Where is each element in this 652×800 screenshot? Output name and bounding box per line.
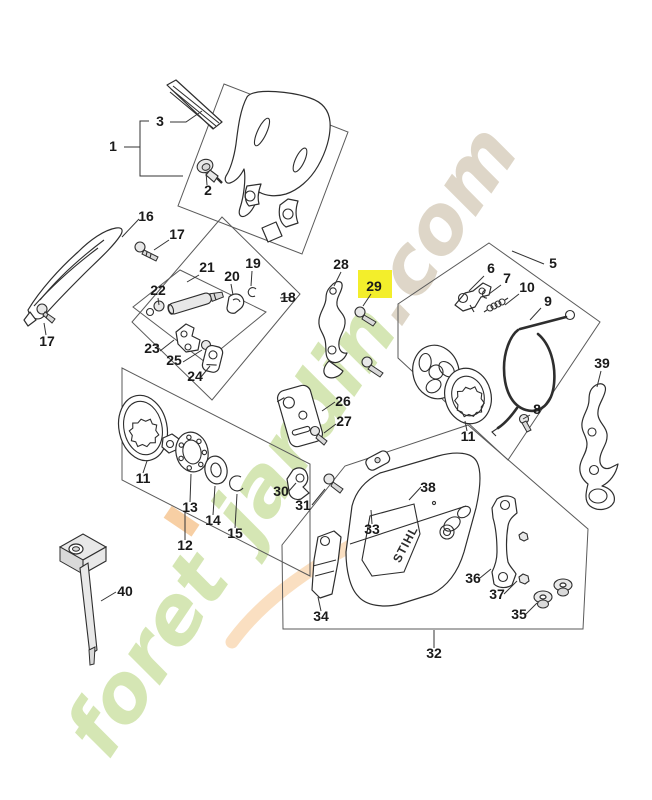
part-label-17-a[interactable]: 17	[169, 226, 185, 242]
leader-lines	[43, 110, 602, 648]
part-14-washer	[204, 455, 228, 485]
part-label-27[interactable]: 27	[336, 413, 352, 429]
part-9-brake-band	[491, 309, 576, 437]
part-34-tensioner	[311, 530, 342, 599]
part-labels: 1 2 3 5 6 7 8 9 10 11 11 12 13 14 15 16 …	[39, 113, 610, 661]
part-24-plate	[201, 344, 224, 373]
part-3-strip	[166, 79, 223, 130]
part-33-cover-a	[365, 450, 391, 471]
highlight-part-29	[358, 270, 392, 298]
part-label-20[interactable]: 20	[224, 268, 240, 284]
part-label-14-link[interactable]: 14	[205, 512, 221, 528]
part-1-sprocket-cover	[224, 90, 331, 243]
part-21-grease-tube	[167, 291, 225, 315]
part-40-wrench	[58, 533, 108, 666]
part-19-c-clip	[247, 287, 257, 298]
part-label-12[interactable]: 12	[177, 537, 193, 553]
part-label-13[interactable]: 13	[182, 499, 198, 515]
part-label-25[interactable]: 25	[166, 352, 182, 368]
part-32-chain-cover: STIHL	[345, 452, 481, 607]
box-32-group	[281, 424, 589, 630]
part-22-cap	[145, 300, 165, 317]
part-label-10[interactable]: 10	[519, 279, 535, 295]
part-label-34[interactable]: 34	[313, 608, 329, 624]
part-2-spike	[196, 158, 223, 184]
part-11-clutch-drum	[412, 344, 492, 425]
part-8-screw	[518, 413, 532, 433]
part-label-36[interactable]: 36	[465, 570, 481, 586]
part-17-screw-b	[36, 303, 56, 324]
part-13-bearing	[175, 431, 209, 473]
part-29-screw-a	[354, 306, 377, 327]
part-label-24[interactable]: 24	[187, 368, 203, 384]
part-label-1[interactable]: 1	[109, 138, 117, 154]
part-label-35[interactable]: 35	[511, 606, 527, 622]
part-label-32[interactable]: 32	[426, 645, 442, 661]
box-18-group	[131, 216, 301, 401]
part-label-21[interactable]: 21	[199, 259, 215, 275]
part-label-37[interactable]: 37	[489, 586, 505, 602]
part-label-11-clutch[interactable]: 11	[461, 428, 476, 444]
box-12-group	[121, 367, 311, 577]
part-label-26[interactable]: 26	[335, 393, 351, 409]
part-36-handle-bracket	[491, 495, 518, 589]
part-7-clip	[481, 289, 488, 299]
part-label-15[interactable]: 15	[227, 525, 243, 541]
part-31-screw	[323, 473, 344, 494]
part-label-39[interactable]: 39	[594, 355, 610, 371]
parts-artwork: STIHL	[23, 79, 619, 666]
part-label-23[interactable]: 23	[144, 340, 160, 356]
part-label-19[interactable]: 19	[245, 255, 261, 271]
part-label-3[interactable]: 3	[156, 113, 164, 129]
part-label-11-drum[interactable]: 11	[136, 470, 151, 486]
part-35-collar-nuts	[533, 578, 573, 609]
part-11-sprocket-drum	[117, 394, 169, 462]
part-label-40[interactable]: 40	[117, 583, 133, 599]
part-29-screw-b	[361, 356, 384, 378]
part-label-28[interactable]: 28	[333, 256, 349, 272]
part-10-spring	[483, 297, 509, 313]
part-label-5[interactable]: 5	[549, 255, 557, 271]
part-15-e-clip	[229, 475, 244, 492]
part-label-16[interactable]: 16	[138, 208, 154, 224]
part-17-screw-a	[134, 241, 159, 262]
part-label-8[interactable]: 8	[533, 401, 541, 417]
part-label-9[interactable]: 9	[544, 293, 552, 309]
part-30-pivot	[286, 467, 310, 501]
part-28-brake-lever	[318, 281, 348, 379]
part-23-bracket	[175, 323, 201, 353]
part-label-29-highlighted[interactable]: 29	[366, 278, 382, 294]
part-label-2[interactable]: 2	[204, 182, 212, 198]
part-label-18[interactable]: 18	[280, 289, 296, 305]
part-label-7[interactable]: 7	[503, 270, 511, 286]
part-27-screw	[309, 425, 328, 446]
part-label-31[interactable]: 31	[295, 497, 311, 513]
part-label-17-b[interactable]: 17	[39, 333, 55, 349]
part-20-clip	[226, 293, 245, 314]
part-label-38[interactable]: 38	[420, 479, 436, 495]
part-label-30[interactable]: 30	[273, 483, 289, 499]
part-label-22[interactable]: 22	[150, 282, 166, 298]
part-37-nut	[518, 531, 530, 585]
part-39-lever	[579, 383, 619, 511]
part-label-6[interactable]: 6	[487, 260, 495, 276]
part-label-33[interactable]: 33	[364, 521, 380, 537]
